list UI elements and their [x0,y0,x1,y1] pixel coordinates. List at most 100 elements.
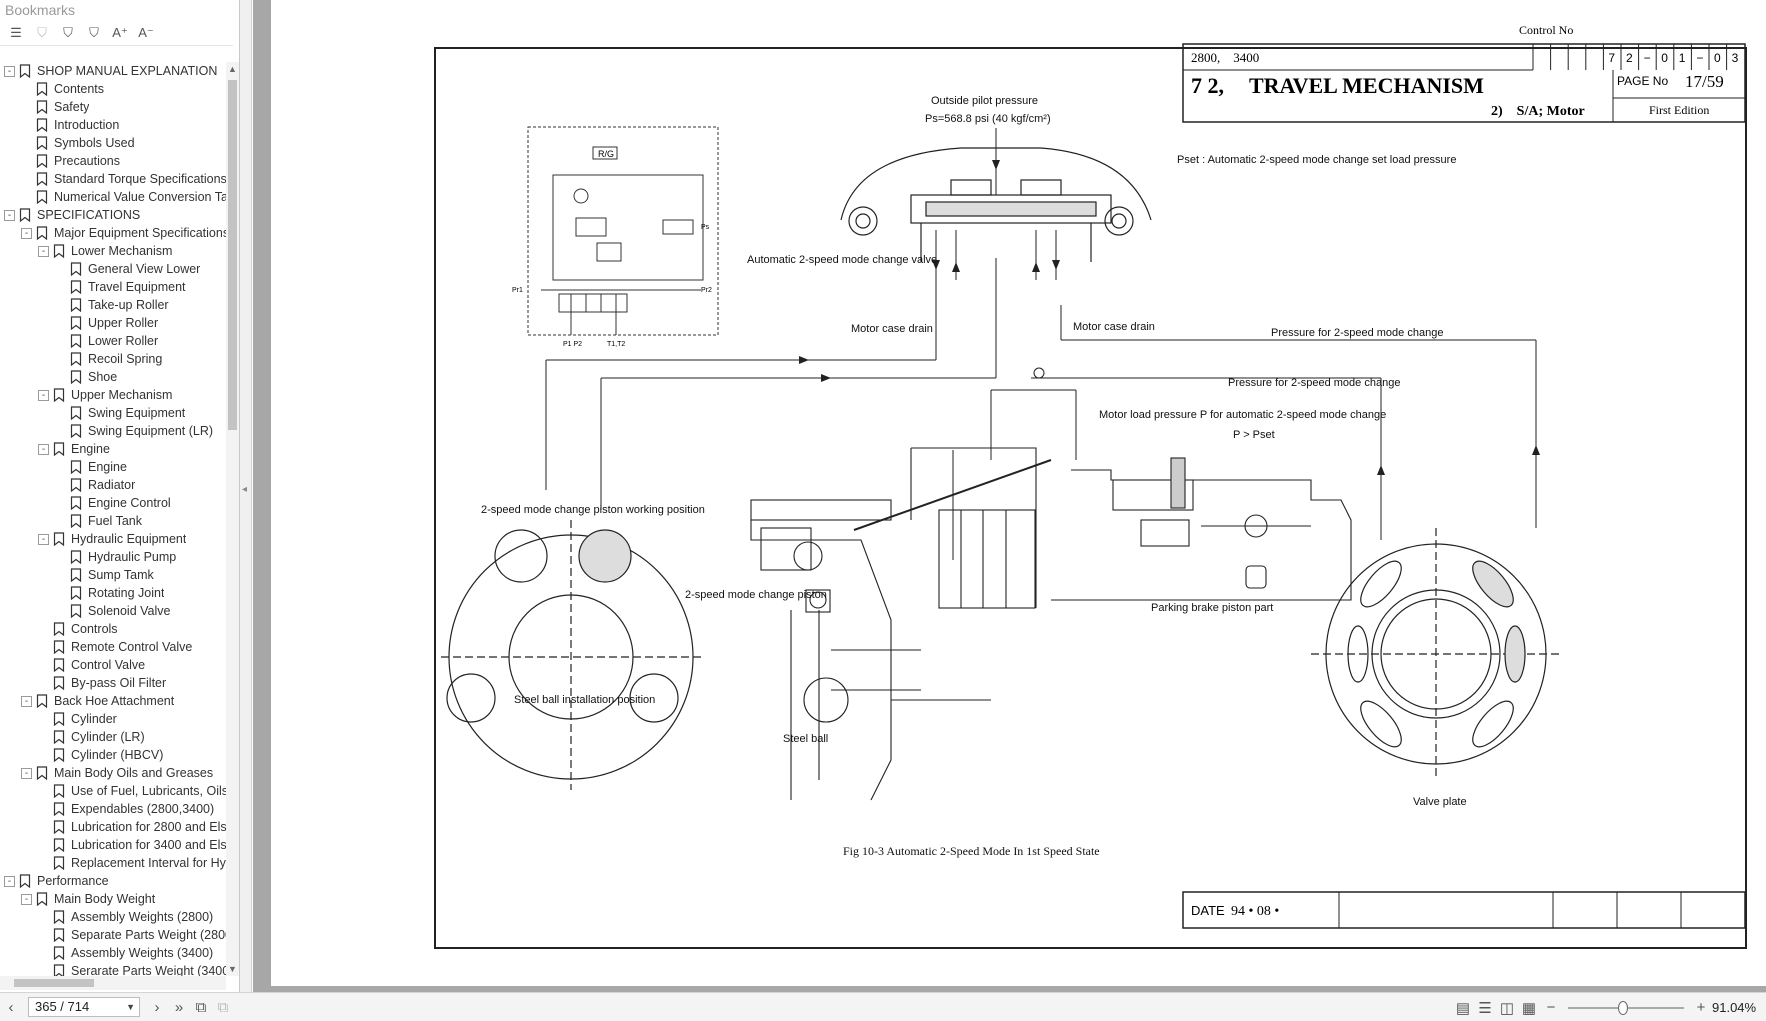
bookmark-item[interactable]: Expendables (2800,3400) [0,800,226,818]
collapse-panel-icon[interactable]: ◂ [242,484,248,495]
zoom-slider-knob[interactable] [1618,1000,1628,1015]
bookmark-item[interactable]: Hydraulic Pump [0,548,226,566]
collapse-toggle-icon[interactable]: - [21,893,32,905]
bookmark-item[interactable]: Shoe [0,368,226,386]
scroll-up-icon[interactable]: ▲ [228,64,237,74]
bookmarks-horizontal-scrollbar[interactable] [0,976,226,990]
scrollbar-thumb[interactable] [228,80,237,430]
collapse-toggle-icon[interactable]: - [21,695,32,707]
bookmark-item[interactable]: Precautions [0,152,226,170]
bookmark-item[interactable]: Cylinder (LR) [0,728,226,746]
bookmark-item[interactable]: Upper Roller [0,314,226,332]
collapse-toggle-icon[interactable]: - [38,389,49,401]
bookmark-list-icon[interactable]: ☰ [10,24,22,40]
bookmarks-toolbar: ☰ ⛉ ⛉ ⛉ A⁺ A⁻ [0,20,233,46]
bookmark-item[interactable]: Separate Parts Weight (2800) [0,926,226,944]
bookmark-item[interactable]: Engine Control [0,494,226,512]
bookmark-item[interactable]: Safety [0,98,226,116]
chevron-down-icon[interactable]: ▼ [126,1002,135,1012]
control-digit: 0 [1661,51,1668,65]
scroll-down-icon[interactable]: ▼ [228,964,237,974]
bookmark-item[interactable]: Cylinder [0,710,226,728]
bookmarks-vertical-scrollbar[interactable]: ▲ ▼ [226,62,239,976]
bookmark-item[interactable]: Lubrication for 3400 and Els [0,836,226,854]
bookmark-item[interactable]: - SHOP MANUAL EXPLANATION [0,62,226,80]
bookmark-item[interactable]: Travel Equipment [0,278,226,296]
bookmark-item[interactable]: Sump Tamk [0,566,226,584]
page-layout-icon[interactable]: ⧉ [195,998,207,1016]
bookmark-item[interactable]: -Back Hoe Attachment [0,692,226,710]
bookmark-item[interactable]: Lower Roller [0,332,226,350]
collapse-toggle-icon[interactable]: - [4,65,15,77]
bookmark-expand-icon[interactable]: ⛉ [89,24,99,40]
bookmark-icon [70,604,88,618]
bookmark-item[interactable]: Use of Fuel, Lubricants, Oils [0,782,226,800]
bookmark-label: SHOP MANUAL EXPLANATION [37,64,218,78]
single-page-view-icon[interactable]: ▤ [1455,999,1471,1017]
bookmark-item[interactable]: Swing Equipment (LR) [0,422,226,440]
page-copy-icon[interactable]: ⧉ [217,998,229,1016]
bookmark-item[interactable]: -Hydraulic Equipment [0,530,226,548]
font-smaller-icon[interactable]: A⁻ [138,24,154,40]
collapse-toggle-icon[interactable]: - [38,245,49,257]
bookmark-item[interactable]: Solenoid Valve [0,602,226,620]
bookmark-item[interactable]: By-pass Oil Filter [0,674,226,692]
page-number-field[interactable]: 365 / 714 ▼ [28,997,140,1017]
bookmark-item[interactable]: -SPECIFICATIONS [0,206,226,224]
bookmark-item[interactable]: -Main Body Weight [0,890,226,908]
bookmark-item[interactable]: Contents [0,80,226,98]
bookmark-item[interactable]: Rotating Joint [0,584,226,602]
bookmark-item[interactable]: Controls [0,620,226,638]
bookmark-item[interactable]: -Major Equipment Specifications [0,224,226,242]
font-bigger-icon[interactable]: A⁺ [112,24,128,40]
bookmark-item[interactable]: -Upper Mechanism [0,386,226,404]
bookmark-item[interactable]: Engine [0,458,226,476]
continuous-view-icon[interactable]: ☰ [1478,999,1492,1017]
bookmark-item[interactable]: Control Valve [0,656,226,674]
bookmark-item[interactable]: Symbols Used [0,134,226,152]
bookmark-item[interactable]: -Main Body Oils and Greases [0,764,226,782]
zoom-in-button[interactable]: + [1696,999,1706,1016]
bookmark-item[interactable]: -Performance [0,872,226,890]
bookmark-item[interactable]: Radiator [0,476,226,494]
bookmark-item[interactable]: Swing Equipment [0,404,226,422]
collapse-toggle-icon[interactable]: - [38,533,49,545]
collapse-toggle-icon[interactable]: - [4,209,15,221]
collapse-toggle-icon[interactable]: - [21,227,32,239]
continuous-facing-view-icon[interactable]: ▦ [1521,999,1537,1017]
bookmark-item[interactable]: Assembly Weights (3400) [0,944,226,962]
collapse-toggle-icon[interactable]: - [21,767,32,779]
bookmark-item[interactable]: Lubrication for 2800 and Els [0,818,226,836]
bookmark-item[interactable]: Standard Torque Specifications [0,170,226,188]
prev-page-button[interactable]: ‹ [8,998,14,1016]
scrollbar-thumb[interactable] [14,979,94,987]
control-digit: 2 [1626,51,1633,65]
bookmark-item[interactable]: Fuel Tank [0,512,226,530]
bookmark-item[interactable]: Assembly Weights (2800) [0,908,226,926]
facing-view-icon[interactable]: ◫ [1499,999,1515,1017]
bookmark-add-icon[interactable]: ⛉ [37,24,47,40]
panel-splitter[interactable]: ◂ [240,0,252,992]
bookmark-item[interactable]: -Lower Mechanism [0,242,226,260]
bookmark-item[interactable]: Take-up Roller [0,296,226,314]
bookmark-item[interactable]: Introduction [0,116,226,134]
bookmark-item[interactable]: General View Lower [0,260,226,278]
collapse-toggle-icon[interactable]: - [38,443,49,455]
collapse-toggle-icon[interactable]: - [4,875,15,887]
zoom-slider[interactable] [1568,1000,1684,1015]
last-page-button[interactable]: » [174,998,184,1016]
bookmark-item[interactable]: Recoil Spring [0,350,226,368]
bookmark-item[interactable]: Serarate Parts Weight (3400) [0,962,226,976]
next-page-button[interactable]: › [154,998,160,1016]
bookmark-item[interactable]: -Engine [0,440,226,458]
bookmark-label: Shoe [88,370,118,384]
bookmark-new-icon[interactable]: ⛉ [63,24,73,40]
bookmark-item[interactable]: Cylinder (HBCV) [0,746,226,764]
label-pressure-2speed-1: Pressure for 2-speed mode change [1271,327,1443,339]
bookmark-item[interactable]: Numerical Value Conversion Table [0,188,226,206]
zoom-out-button[interactable]: − [1546,999,1556,1016]
bookmark-item[interactable]: Remote Control Valve [0,638,226,656]
bookmark-label: Numerical Value Conversion Table [54,190,226,204]
bookmark-item[interactable]: Replacement Interval for Hy [0,854,226,872]
